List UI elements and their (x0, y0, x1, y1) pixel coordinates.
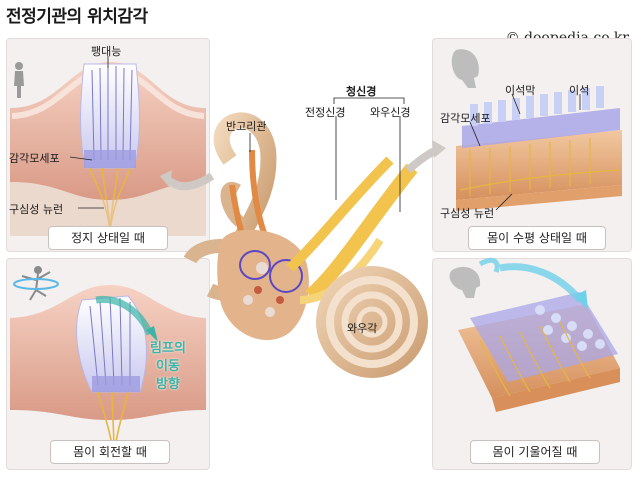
label-otolith-membrane: 이석막 (505, 84, 536, 97)
caption-horizontal: 몸이 수평 상태일 때 (468, 226, 606, 250)
inner-ear-illustration (160, 97, 446, 378)
label-cupula: 팽대능 (91, 45, 122, 58)
label-afferent-neuron-horizontal: 구심성 뉴런 (440, 207, 495, 220)
otolith-tilted-illustration (449, 257, 620, 412)
label-cochlear-nerve: 와우신경 (370, 106, 411, 119)
label-lymph-flow-1: 림프의 (150, 341, 186, 356)
label-semicircular-canals: 반고리관 (226, 120, 267, 133)
label-hair-cells-rest: 감각모세포 (9, 152, 60, 165)
label-hair-cells-horizontal: 감각모세포 (440, 112, 491, 125)
label-lymph-flow-3: 방향 (156, 377, 180, 392)
label-lymph-flow-2: 이동 (156, 359, 180, 374)
label-otolith: 이석 (569, 84, 590, 97)
page-title: 전정기관의 위치감각 (6, 7, 148, 27)
label-vestibular-nerve: 전정신경 (305, 106, 346, 119)
caption-rest: 정지 상태일 때 (48, 226, 168, 250)
caption-tilted: 몸이 기울어질 때 (470, 440, 600, 464)
label-afferent-neuron-rest: 구심성 뉴런 (9, 203, 64, 216)
label-auditory-nerve: 청신경 (346, 85, 377, 98)
ampulla-rest-illustration (10, 56, 206, 236)
caption-rotation: 몸이 회전할 때 (50, 440, 170, 464)
label-lymph-flow: 림프의 이동 방향 (148, 340, 188, 394)
label-cochlea: 와우각 (347, 322, 378, 335)
otolith-horizontal-illustration (451, 49, 622, 211)
ampulla-rotation-illustration (10, 266, 206, 457)
